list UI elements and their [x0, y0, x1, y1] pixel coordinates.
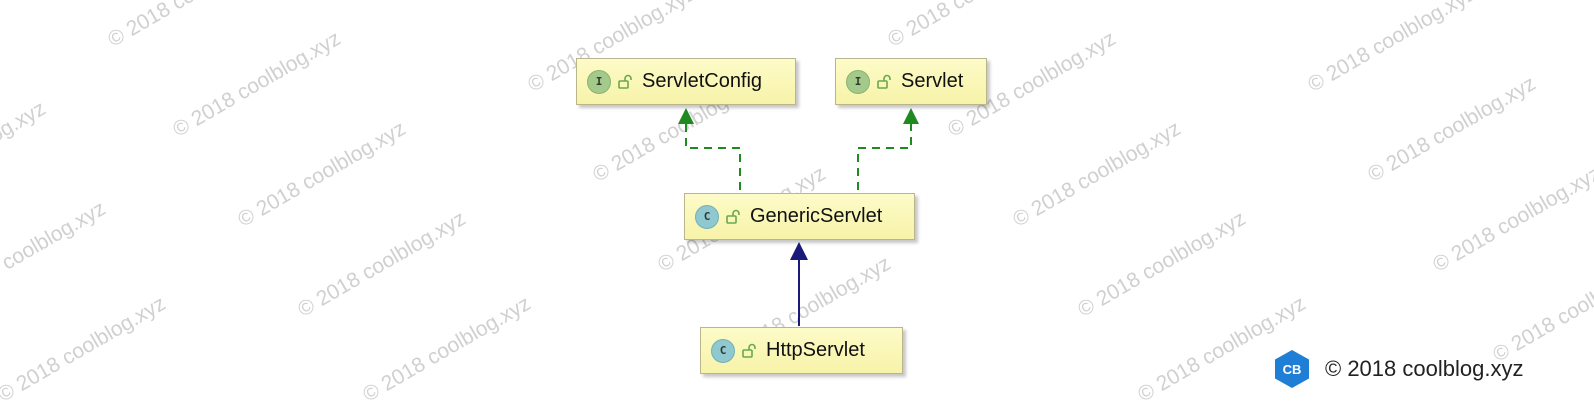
- class-badge-icon: C: [711, 338, 735, 363]
- interface-badge-icon: I: [587, 69, 611, 94]
- class-badge-icon: C: [695, 204, 719, 229]
- edge-genericservlet-to-servletconfig: [685, 124, 741, 190]
- node-label: GenericServlet: [750, 205, 883, 227]
- interface-badge-icon: I: [846, 69, 870, 94]
- arrowhead-implements-icon: [903, 108, 919, 124]
- unlock-icon: [877, 74, 891, 89]
- edge-genericservlet-to-servlet: [857, 124, 912, 190]
- node-label: HttpServlet: [766, 339, 865, 361]
- node-label: Servlet: [901, 70, 964, 92]
- unlock-icon: [618, 74, 632, 89]
- node-servletconfig[interactable]: I ServletConfig: [576, 58, 796, 105]
- node-genericservlet[interactable]: C GenericServlet: [684, 193, 915, 240]
- node-servlet[interactable]: I Servlet: [835, 58, 987, 105]
- coolblog-logo-icon: CB: [1275, 350, 1309, 388]
- arrowhead-implements-icon: [678, 108, 694, 124]
- logo-text: CB: [1283, 362, 1302, 377]
- copyright-text: © 2018 coolblog.xyz: [1325, 356, 1524, 381]
- node-label: ServletConfig: [642, 70, 763, 92]
- node-httpservlet[interactable]: C HttpServlet: [700, 327, 903, 374]
- unlock-icon: [726, 209, 740, 224]
- arrowhead-extends-icon: [790, 242, 808, 260]
- unlock-icon: [742, 343, 756, 358]
